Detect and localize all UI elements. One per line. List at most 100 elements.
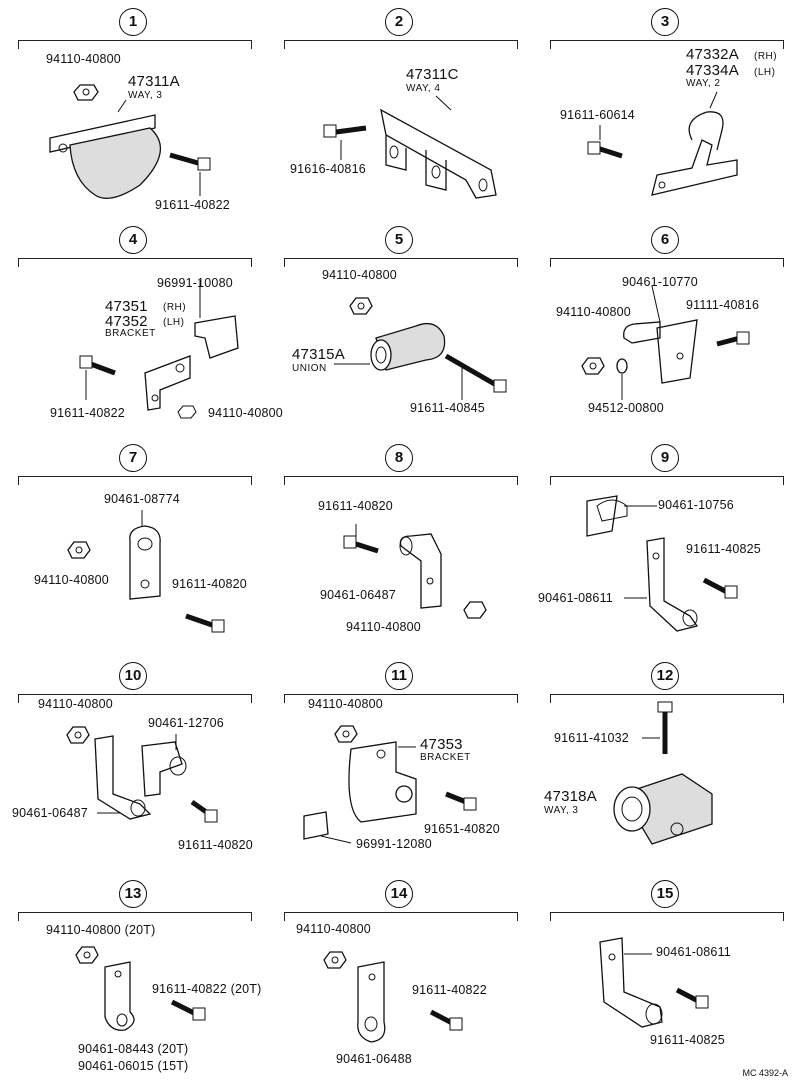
callout-number: 12 [651, 662, 679, 690]
part-drawing [613, 701, 713, 845]
callout-number: 15 [651, 880, 679, 908]
part-label: 91611-40825 [650, 1033, 725, 1047]
part-label: 91611-60614 [560, 108, 635, 122]
part-label: BRACKET [420, 752, 471, 763]
part-label: WAY, 3 [544, 805, 579, 816]
part-label: 94110-40800 [34, 573, 109, 587]
part-label: 91651-40820 [424, 822, 500, 836]
part-cell-2: 2 47311C WAY, 4 91616-40816 [266, 0, 532, 215]
callout-number: 5 [385, 226, 413, 254]
part-label: 94110-40800 [346, 620, 421, 634]
part-label: 96991-10080 [157, 276, 233, 290]
drawing-code: MC 4392-A [742, 1068, 788, 1078]
part-label: 91611-40822 [50, 406, 125, 420]
part-cell-12: 12 91611-41032 47318A WAY, 3 [532, 654, 798, 869]
part-cell-1: 1 94110-40800 47311A WAY, 3 91611-40822 [0, 0, 266, 215]
part-label: 90461-06487 [320, 588, 396, 602]
part-label: 91611-40820 [318, 499, 393, 513]
part-label: 91111-40816 [686, 298, 760, 312]
part-drawing [66, 726, 218, 823]
callout-number: 7 [119, 444, 147, 472]
part-label: BRACKET [105, 328, 156, 339]
part-label: 94110-40800 [38, 697, 113, 711]
part-cell-11: 11 94110-40800 47353 BRACKET 91651-40820… [266, 654, 532, 869]
callout-number: 13 [119, 880, 147, 908]
callout-number: 11 [385, 662, 413, 690]
part-label: 47332A [686, 46, 739, 63]
part-drawing [49, 84, 211, 199]
part-drawing [303, 725, 477, 844]
part-label: (LH) [163, 317, 185, 328]
part-label: 94110-40800 [46, 52, 121, 66]
group-bracket [550, 912, 784, 921]
part-cell-3: 3 47332A (RH) 47334A (LH) WAY, 2 91611-6… [532, 0, 798, 215]
part-label: WAY, 3 [128, 90, 163, 101]
part-label: 47351 [105, 298, 148, 315]
part-drawing [586, 495, 738, 632]
part-cell-15: 15 90461-08611 91611-40825 [532, 872, 798, 1087]
part-label: 91611-41032 [554, 731, 629, 745]
callout-number: 1 [119, 8, 147, 36]
part-label: (LH) [754, 67, 776, 78]
part-label: 94110-40800 [322, 268, 397, 282]
part-label: (RH) [754, 51, 778, 62]
group-bracket [550, 40, 784, 49]
group-bracket [18, 40, 252, 49]
group-bracket [284, 476, 518, 485]
part-label: 90461-10756 [658, 498, 734, 512]
part-cell-4: 4 96991-10080 47351 (RH) 47352 (LH) BRAC… [0, 218, 283, 433]
part-label: 90461-06487 [12, 806, 88, 820]
part-label: 90461-06015 (15T) [78, 1059, 189, 1073]
part-drawing [599, 937, 709, 1028]
part-label: 90461-06488 [336, 1052, 412, 1066]
part-drawing [79, 280, 239, 419]
part-label: 90461-08611 [656, 945, 731, 959]
part-label: 91611-40845 [410, 401, 485, 415]
part-label: 90461-08443 (20T) [78, 1042, 189, 1056]
part-label: 47353 [420, 736, 463, 753]
part-label: 90461-08611 [538, 591, 613, 605]
part-label: WAY, 4 [406, 83, 441, 94]
part-label: 91611-40825 [686, 542, 761, 556]
part-cell-5: 5 94110-40800 47315A UNION 91611-40845 [266, 218, 532, 433]
group-bracket [550, 694, 784, 703]
part-drawing [343, 524, 487, 619]
part-cell-9: 9 90461-10756 91611-40825 90461-08611 [532, 436, 798, 651]
part-drawing [323, 95, 497, 199]
part-label: 47352 [105, 313, 148, 330]
part-label: (RH) [163, 302, 187, 313]
part-label: 94110-40800 (20T) [46, 923, 156, 937]
part-cell-14: 14 94110-40800 91611-40822 90461-06488 [266, 872, 532, 1087]
part-label: 90461-08774 [104, 492, 180, 506]
part-label: 91616-40816 [290, 162, 366, 176]
part-cell-8: 8 91611-40820 90461-06487 94110-40800 [266, 436, 532, 651]
callout-number: 14 [385, 880, 413, 908]
group-bracket [550, 476, 784, 485]
part-label: 90461-12706 [148, 716, 224, 730]
part-label: 47311C [406, 66, 459, 83]
group-bracket [18, 694, 252, 703]
part-drawing [587, 91, 738, 196]
callout-number: 2 [385, 8, 413, 36]
group-bracket [284, 40, 518, 49]
part-label: 47318A [544, 788, 597, 805]
part-cell-13: 13 94110-40800 (20T) 91611-40822 (20T) 9… [0, 872, 266, 1087]
part-label: 47334A [686, 62, 739, 79]
callout-number: 9 [651, 444, 679, 472]
part-cell-7: 7 90461-08774 94110-40800 91611-40820 [0, 436, 266, 651]
part-label: 90461-10770 [622, 275, 698, 289]
part-label: 96991-12080 [356, 837, 432, 851]
callout-number: 8 [385, 444, 413, 472]
part-label: 91611-40822 [155, 198, 230, 212]
part-cell-10: 10 94110-40800 90461-12706 90461-06487 9… [0, 654, 266, 869]
part-label: 47311A [128, 73, 180, 90]
callout-number: 6 [651, 226, 679, 254]
callout-number: 3 [651, 8, 679, 36]
callout-number: 4 [119, 226, 147, 254]
part-label: 91611-40822 [412, 983, 487, 997]
group-bracket [284, 258, 518, 267]
part-drawing [323, 951, 463, 1043]
part-drawing [581, 285, 750, 400]
part-label: 94110-40800 [208, 406, 283, 420]
part-drawing [75, 946, 206, 1031]
